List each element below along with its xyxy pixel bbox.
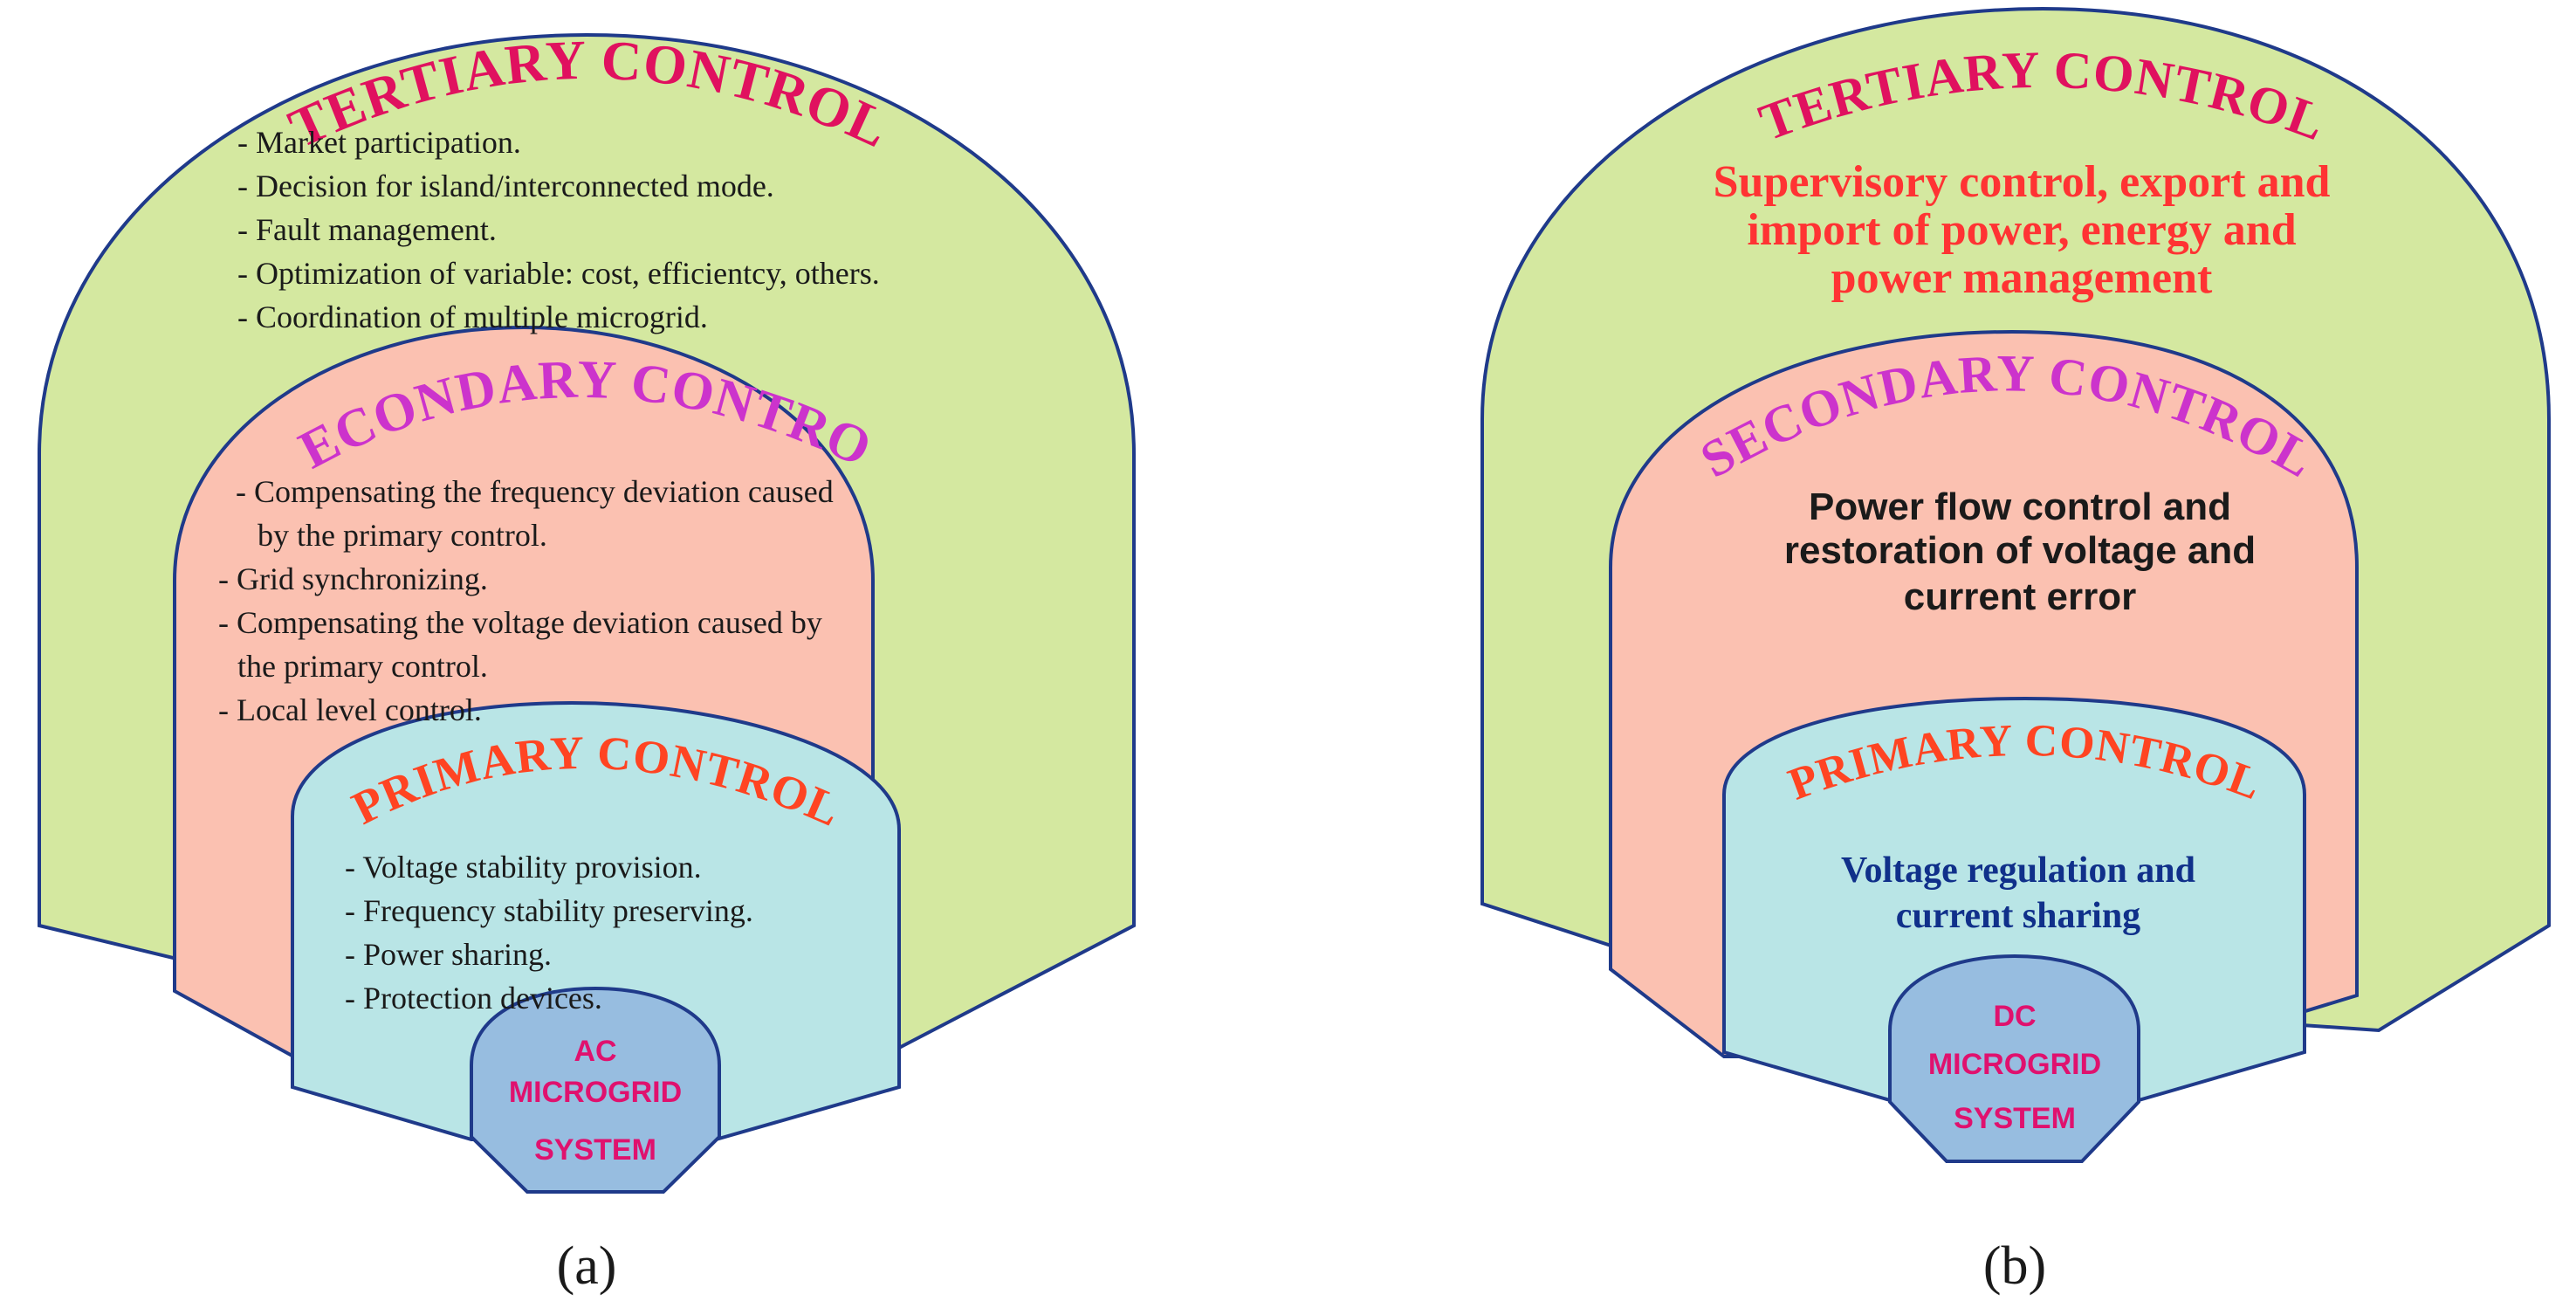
list-item: - Protection devices. — [345, 981, 602, 1016]
list-item: - Voltage stability provision. — [345, 850, 702, 885]
primary-layer — [1722, 696, 2306, 1102]
primary-layer — [291, 700, 901, 1141]
tertiary-line: Supervisory control, export and — [1714, 157, 2331, 207]
core-layer — [470, 986, 721, 1194]
list-item: - Coordination of multiple microgrid. — [237, 299, 708, 334]
primary-text: Voltage regulation and current sharing — [1841, 850, 2195, 936]
core-line: AC — [574, 1035, 616, 1068]
list-item: the primary control. — [237, 649, 488, 684]
secondary-text: Power flow control and restoration of vo… — [1784, 485, 2256, 618]
core-line: MICROGRID — [1928, 1048, 2101, 1081]
primary-line: current sharing — [1896, 896, 2140, 936]
secondary-line: Power flow control and — [1809, 485, 2231, 528]
tertiary-line: import of power, energy and — [1747, 205, 2296, 255]
core-label: AC MICROGRID SYSTEM — [509, 1035, 682, 1167]
list-item: - Compensating the frequency deviation c… — [236, 474, 834, 509]
list-item: - Market participation. — [237, 125, 521, 160]
list-item: - Fault management. — [237, 212, 497, 247]
tertiary-line: power management — [1831, 253, 2213, 303]
secondary-line: restoration of voltage and — [1784, 529, 2256, 572]
list-item: - Power sharing. — [345, 937, 552, 972]
list-item: - Compensating the voltage deviation cau… — [218, 605, 822, 640]
panel-b: TERTIARY CONTROL SECONDARY CONTROL PRIMA… — [1480, 6, 2551, 1296]
core-layer — [1888, 954, 2140, 1163]
list-item: - Decision for island/interconnected mod… — [237, 169, 774, 203]
primary-items: - Voltage stability provision. - Frequen… — [345, 850, 753, 1016]
secondary-line: current error — [1904, 575, 2137, 618]
core-line: DC — [1993, 1000, 2036, 1033]
secondary-items: - Compensating the frequency deviation c… — [218, 474, 834, 727]
primary-line: Voltage regulation and — [1841, 850, 2195, 891]
panel-a: TERTIARY CONTROL SECONDARY CONTROL PRIMA… — [0, 0, 1136, 1296]
tertiary-text: Supervisory control, export and import o… — [1714, 157, 2331, 303]
list-item: by the primary control. — [258, 518, 547, 553]
core-line: SYSTEM — [1954, 1102, 2076, 1135]
list-item: - Optimization of variable: cost, effici… — [237, 256, 880, 291]
caption-b: (b) — [1983, 1236, 2046, 1296]
list-item: - Frequency stability preserving. — [345, 893, 753, 928]
core-line: SYSTEM — [534, 1133, 656, 1167]
list-item: - Local level control. — [218, 692, 482, 727]
core-label: DC MICROGRID SYSTEM — [1928, 1000, 2101, 1135]
core-line: MICROGRID — [509, 1076, 682, 1109]
tertiary-items: - Market participation. - Decision for i… — [237, 125, 880, 334]
caption-a: (a) — [557, 1236, 617, 1296]
list-item: - Grid synchronizing. — [218, 561, 488, 596]
